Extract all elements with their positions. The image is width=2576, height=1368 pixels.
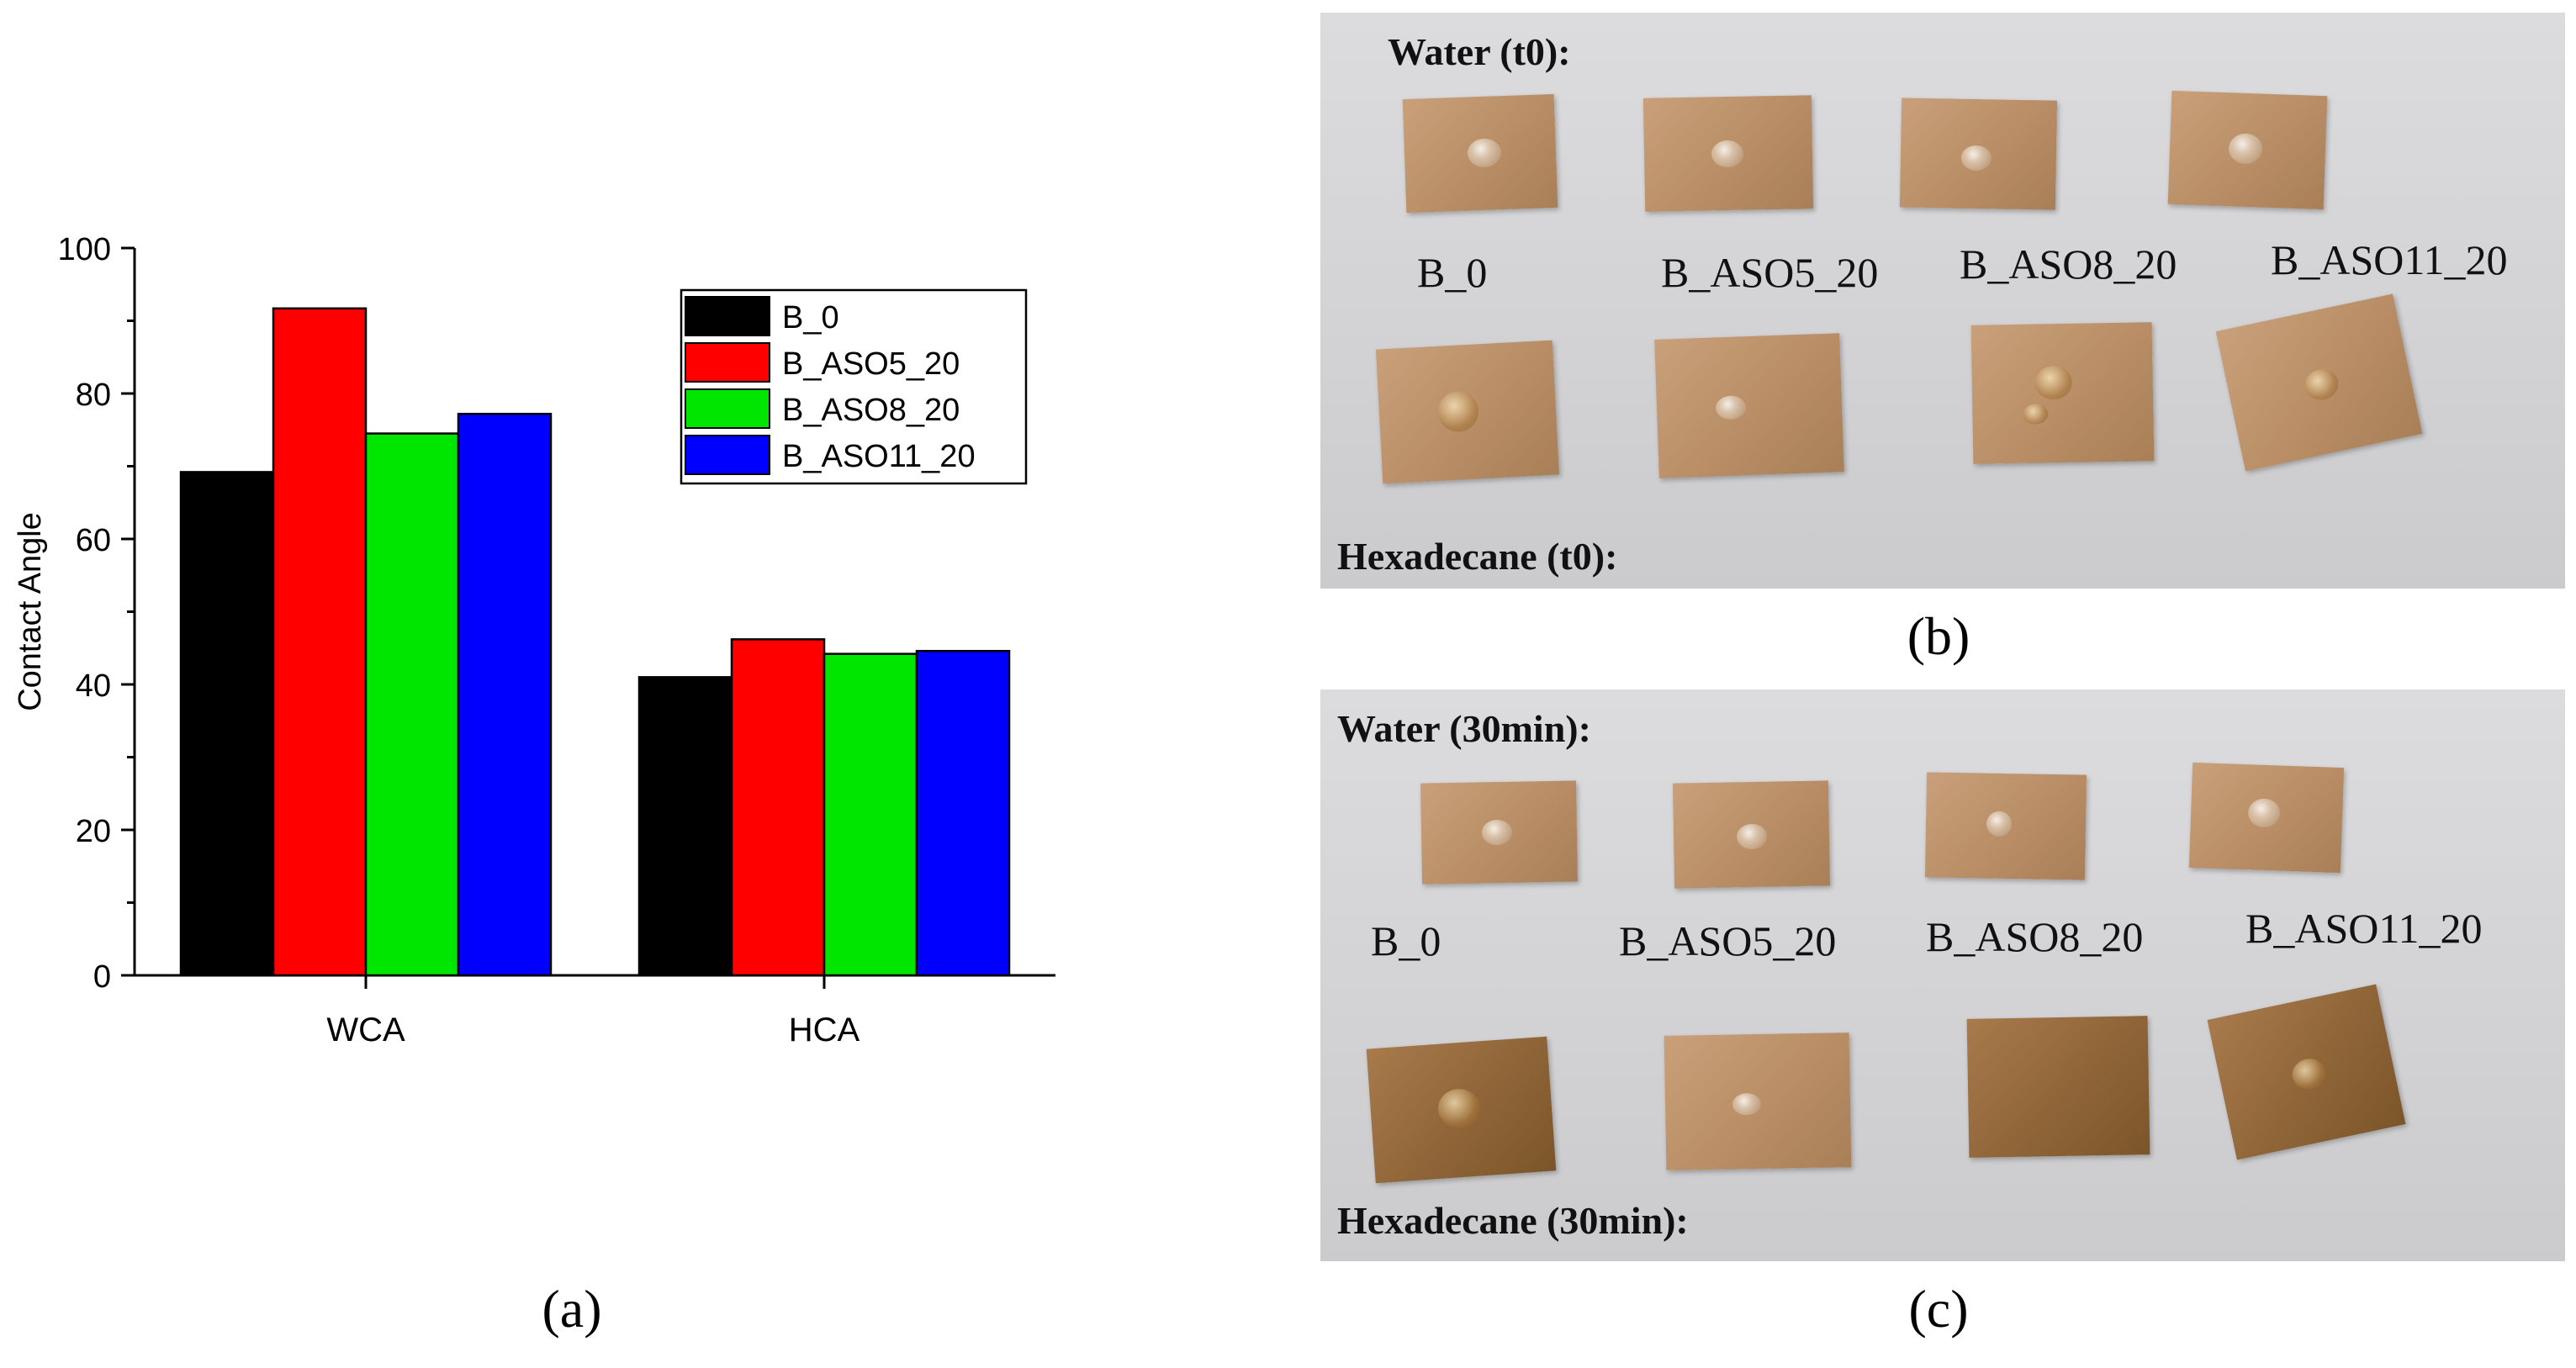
bar-B_ASO5_20-WCA <box>272 307 368 977</box>
drop <box>1481 819 1513 846</box>
drop <box>2247 798 2281 828</box>
panel-b-photo: Water (t0): B_0 B_ASO5_20 B_ASO8_20 B_AS… <box>1320 13 2565 589</box>
paper-b-hexadecane-2 <box>1654 333 1844 478</box>
paper-b-hexadecane-3 <box>1970 322 2155 464</box>
paper-c-water-1 <box>1420 780 1579 885</box>
drop <box>2302 366 2341 404</box>
paper-b-water-3 <box>1899 98 2058 210</box>
paper-b-hexadecane-4 <box>2215 293 2423 472</box>
photo-b-sample-1: B_0 <box>1417 249 1488 296</box>
y-tick-label: 0 <box>93 959 111 995</box>
photo-b-sample-3: B_ASO8_20 <box>1960 240 2177 288</box>
y-tick-label: 40 <box>76 668 111 704</box>
drop <box>1986 811 2013 837</box>
bar-B_ASO8_20-HCA <box>823 652 918 977</box>
bar-B_ASO8_20-WCA <box>364 432 460 977</box>
legend-label-B_ASO5_20: B_ASO5_20 <box>782 346 960 382</box>
drop <box>1736 823 1768 850</box>
drop <box>1467 138 1502 168</box>
legend-label-B_ASO11_20: B_ASO11_20 <box>782 439 976 474</box>
paper-c-water-4 <box>2188 762 2345 874</box>
legend-swatch-B_ASO8_20 <box>685 388 770 429</box>
paper-c-water-3 <box>1924 772 2087 880</box>
bar-B_ASO5_20-HCA <box>730 638 826 977</box>
legend-label-B_0: B_0 <box>782 300 839 335</box>
legend-label-B_ASO8_20: B_ASO8_20 <box>782 393 960 428</box>
y-axis-label: Contact Angle <box>13 512 48 711</box>
bar-B_0-HCA <box>637 676 733 977</box>
panel-c-photo: Water (30min): B_0 B_ASO5_20 B_ASO8_20 B… <box>1320 689 2565 1261</box>
drop <box>1715 395 1747 420</box>
drop <box>1711 140 1744 168</box>
paper-b-water-1 <box>1402 93 1558 214</box>
panel-c-caption: (c) <box>1908 1279 1969 1339</box>
y-tick-label: 60 <box>76 523 111 558</box>
panel-a-caption: (a) <box>542 1279 602 1339</box>
drop <box>2228 133 2263 165</box>
drop <box>2034 365 2073 400</box>
x-tick-label: WCA <box>326 1011 405 1048</box>
photo-b-bottom-label: Hexadecane (t0): <box>1337 535 1618 578</box>
legend-swatch-B_ASO11_20 <box>685 435 770 475</box>
paper-c-hexadecane-4 <box>2207 984 2406 1160</box>
legend-swatch-B_0 <box>685 296 770 336</box>
photo-c-sample-1: B_0 <box>1371 917 1441 964</box>
photo-b-sample-2: B_ASO5_20 <box>1661 249 1879 296</box>
drop <box>1436 390 1480 433</box>
paper-c-hexadecane-2 <box>1664 1033 1852 1170</box>
legend-swatch-B_ASO5_20 <box>685 342 770 383</box>
photo-c-sample-4: B_ASO11_20 <box>2245 905 2483 952</box>
paper-c-hexadecane-3 <box>1966 1016 2150 1158</box>
photo-c-top-label: Water (30min): <box>1337 707 1591 750</box>
photo-c-bottom-label: Hexadecane (30min): <box>1337 1199 1689 1242</box>
bar-B_0-WCA <box>179 471 275 977</box>
y-tick-label: 20 <box>76 814 111 849</box>
panel-b-caption: (b) <box>1907 606 1970 666</box>
paper-b-water-4 <box>2167 90 2328 210</box>
paper-c-hexadecane-1 <box>1366 1036 1557 1184</box>
drop <box>2023 404 2049 425</box>
photo-c-sample-3: B_ASO8_20 <box>1926 913 2144 960</box>
paper-b-hexadecane-1 <box>1375 340 1560 484</box>
photo-b-top-label: Water (t0): <box>1388 30 1571 73</box>
bar-B_ASO11_20-WCA <box>457 412 553 977</box>
paper-c-water-2 <box>1672 780 1831 889</box>
y-tick-label: 80 <box>76 378 111 413</box>
paper-b-water-2 <box>1642 95 1814 212</box>
x-tick-label: HCA <box>789 1011 860 1048</box>
y-tick-label: 100 <box>58 232 111 267</box>
drop <box>2289 1055 2329 1093</box>
photo-c-sample-2: B_ASO5_20 <box>1619 917 1837 964</box>
drop <box>1436 1087 1482 1129</box>
drop <box>1732 1092 1762 1116</box>
photo-b-sample-4: B_ASO11_20 <box>2271 236 2508 283</box>
bar-B_ASO11_20-HCA <box>915 649 1011 977</box>
drop <box>1960 145 1992 172</box>
